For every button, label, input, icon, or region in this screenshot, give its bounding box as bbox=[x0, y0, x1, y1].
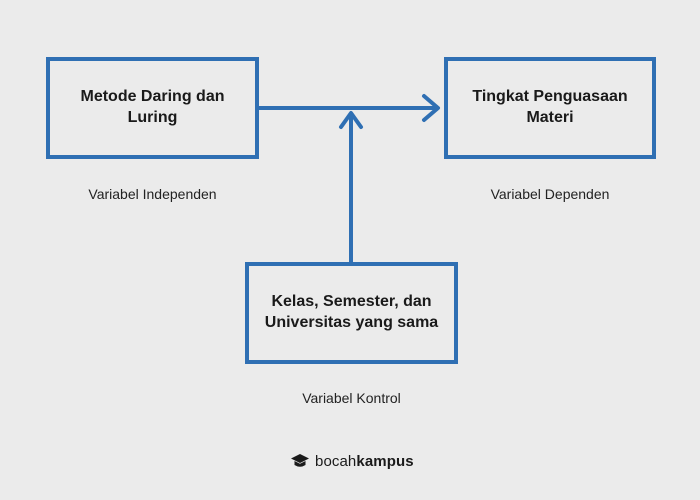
independent-variable-label: Metode Daring dan Luring bbox=[80, 88, 225, 126]
brand-prefix: bocah bbox=[315, 452, 357, 470]
brand-wordmark: bocahkampus bbox=[315, 453, 414, 470]
independent-variable-box: Metode Daring dan Luring bbox=[46, 57, 259, 159]
brand-logo: bocahkampus bbox=[290, 450, 414, 472]
independent-variable-caption: Variabel Independen bbox=[88, 186, 217, 202]
dependent-variable-label: Tingkat Penguasaan Materi bbox=[472, 88, 628, 126]
dependent-variable-box: Tingkat Penguasaan Materi bbox=[444, 57, 656, 159]
control-variable-label: Kelas, Semester, dan Universitas yang sa… bbox=[264, 293, 439, 331]
brand-suffix: kampus bbox=[356, 452, 414, 470]
arrowhead-right bbox=[422, 94, 440, 122]
arrowhead-up bbox=[339, 111, 363, 129]
graduation-cap-icon bbox=[291, 454, 309, 467]
dependent-variable-caption: Variabel Dependen bbox=[490, 186, 610, 202]
control-variable-caption: Variabel Kontrol bbox=[302, 390, 401, 406]
control-variable-box: Kelas, Semester, dan Universitas yang sa… bbox=[245, 262, 458, 364]
